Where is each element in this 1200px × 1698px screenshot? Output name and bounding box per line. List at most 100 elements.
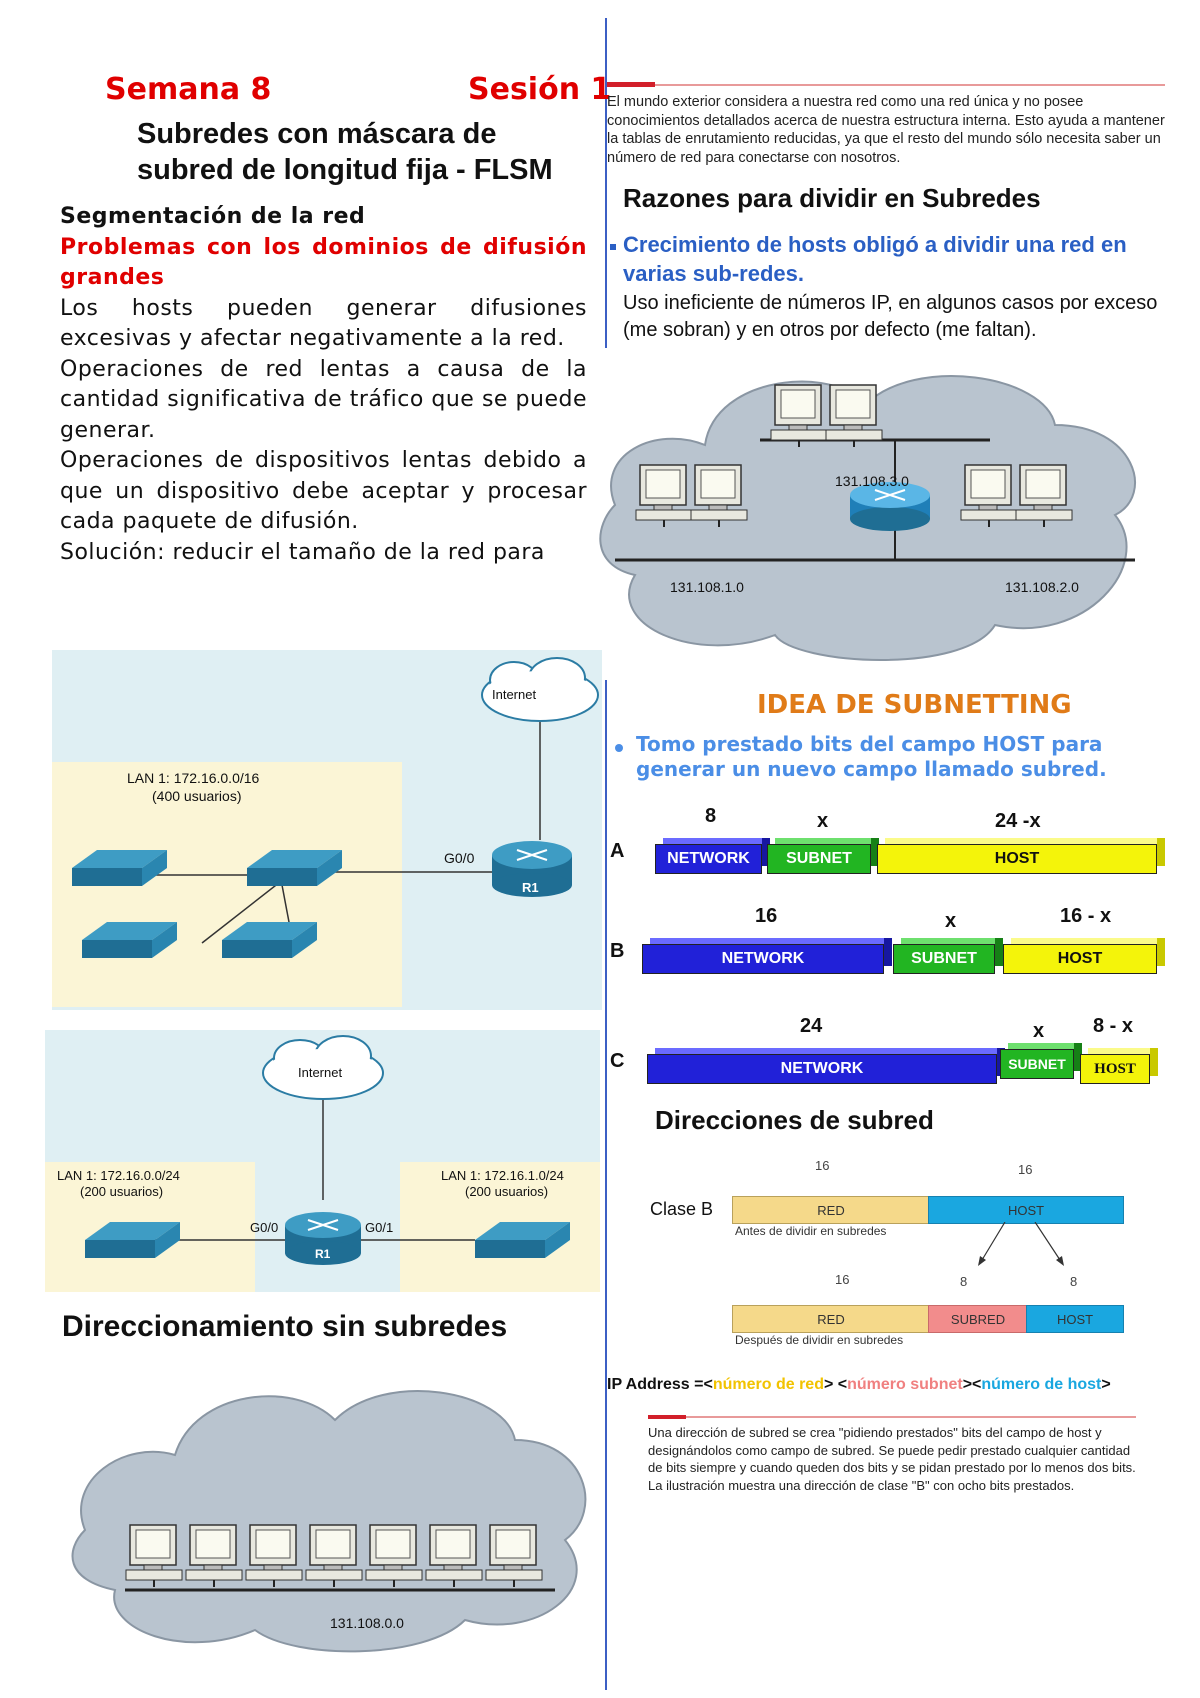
addr-title: Direcciones de subred xyxy=(655,1105,934,1135)
no-subnet-title: Direccionamiento sin subredes xyxy=(62,1310,508,1343)
class-b-letter: B xyxy=(610,940,625,962)
intro-rule-thin xyxy=(655,84,1165,86)
column-divider-top xyxy=(605,18,607,348)
idea-text: Tomo prestado bits del campo HOST para g… xyxy=(636,732,1107,781)
class-a-letter: A xyxy=(610,840,625,862)
section-heading: Segmentación de la red xyxy=(60,204,366,229)
after-host-bits: 8 xyxy=(1070,1274,1078,1289)
computer-icon xyxy=(825,384,883,447)
computer-icon xyxy=(1015,464,1073,527)
router-label: R1 xyxy=(522,880,539,895)
class-c-host-bar: HOST xyxy=(1080,1048,1158,1084)
after-caption: Después de dividir en subredes xyxy=(735,1333,904,1347)
page-title-line1: Subredes con máscara de xyxy=(137,118,497,150)
class-c-network-bar: NETWORK xyxy=(647,1048,1005,1084)
class-b-network-bar: NETWORK xyxy=(642,938,892,974)
computer-icon xyxy=(185,1524,243,1587)
class-a-host-bar: HOST xyxy=(877,838,1165,874)
internet-cloud-icon xyxy=(262,1035,384,1100)
outro-rule xyxy=(648,1415,686,1419)
computer-icon xyxy=(365,1524,423,1587)
router-label: R1 xyxy=(315,1247,331,1261)
before-host-bits: 16 xyxy=(1018,1162,1033,1177)
session-label: Sesión 1 xyxy=(468,72,612,107)
switch-icon xyxy=(85,1222,180,1258)
class-a-bits-network: 8 xyxy=(705,805,717,827)
column-divider-bottom xyxy=(605,680,607,1690)
class-a-bits-host: 24 -x xyxy=(995,810,1041,832)
network-address-label: 131.108.0.0 xyxy=(330,1615,404,1631)
router-icon xyxy=(850,482,930,531)
paragraph-1: Los hosts pueden generar difusiones exce… xyxy=(60,295,587,352)
page-title-line2: subred de longitud fija - FLSM xyxy=(137,154,553,186)
before-red-bits: 16 xyxy=(815,1158,830,1173)
computer-icon xyxy=(425,1524,483,1587)
class-c-bits-network: 24 xyxy=(800,1015,823,1037)
class-c-row: 24 x 8 - x C NETWORK SUBNET HOST xyxy=(605,1015,1165,1090)
internet-label: Internet xyxy=(298,1065,343,1080)
class-a-subnet-bar: SUBNET xyxy=(767,838,879,874)
class-c-letter: C xyxy=(610,1050,625,1072)
class-a-network-bar: NETWORK xyxy=(655,838,770,874)
interface-left-label: G0/0 xyxy=(250,1220,279,1235)
idea-title: IDEA DE SUBNETTING xyxy=(757,690,1072,720)
before-red-segment: RED xyxy=(732,1196,930,1224)
after-red-segment: RED xyxy=(732,1305,930,1333)
before-host-segment: HOST xyxy=(928,1196,1124,1224)
paragraph-3: Operaciones de dispositivos lentas debid… xyxy=(60,448,587,534)
computer-icon xyxy=(125,1524,183,1587)
reason-text: Uso ineficiente de números IP, en alguno… xyxy=(623,292,1158,341)
switch-icon xyxy=(247,850,342,886)
switch-icon xyxy=(222,922,317,958)
ip-address-formula: IP Address =<número de red> <número subn… xyxy=(607,1376,1111,1393)
class-b-bits-network: 16 xyxy=(755,905,778,927)
clase-b-label: Clase B xyxy=(650,1199,714,1219)
class-b-bits-host: 16 - x xyxy=(1060,905,1112,927)
intro-text: El mundo exterior considera a nuestra re… xyxy=(607,94,1165,166)
after-sub-bits: 8 xyxy=(960,1274,968,1289)
idea-bullet-dot xyxy=(615,744,623,752)
after-subred-segment: SUBRED xyxy=(928,1305,1028,1333)
diagram-single-lan: Internet LAN 1: 172.16.0.0/16 (400 usuar… xyxy=(52,650,602,1010)
computer-icon xyxy=(305,1524,363,1587)
router-icon xyxy=(492,841,572,897)
computer-icon xyxy=(770,384,828,447)
net-left-label: 131.108.1.0 xyxy=(670,579,744,595)
class-c-subnet-bar: SUBNET xyxy=(1000,1043,1082,1079)
after-host-segment: HOST xyxy=(1026,1305,1124,1333)
paragraph-2: Operaciones de red lentas a causa de la … xyxy=(60,356,587,443)
internet-cloud-icon xyxy=(481,657,599,722)
users-right-label: (200 usuarios) xyxy=(465,1184,549,1199)
reason-bullet-dot xyxy=(610,244,616,250)
computer-icon xyxy=(485,1524,543,1587)
outro-text: Una dirección de subred se crea "pidiend… xyxy=(648,1425,1136,1493)
problem-heading: Problemas con los dominios de difusión g… xyxy=(60,234,587,291)
split-arrows xyxy=(978,1222,1064,1266)
subnet-network-diagram: 131.108.3.0 131.108.1.0 131.108.2.0 xyxy=(595,355,1155,675)
lan-right-label: LAN 1: 172.16.1.0/24 xyxy=(441,1168,564,1183)
interface-label: G0/0 xyxy=(444,850,475,866)
switch-icon xyxy=(72,850,167,886)
class-b-bits-subnet: x xyxy=(945,910,957,932)
reasons-title: Razones para dividir en Subredes xyxy=(623,183,1041,213)
class-a-bits-subnet: x xyxy=(817,810,829,832)
class-c-bits-host: 8 - x xyxy=(1093,1015,1134,1037)
week-label: Semana 8 xyxy=(105,72,272,107)
class-b-host-bar: HOST xyxy=(1003,938,1165,974)
before-caption: Antes de dividir en subredes xyxy=(735,1224,887,1238)
intro-rule xyxy=(607,82,655,87)
internet-label: Internet xyxy=(492,687,537,702)
after-red-bits: 16 xyxy=(835,1272,850,1287)
computer-icon xyxy=(635,464,693,527)
lan-label: LAN 1: 172.16.0.0/16 xyxy=(127,770,260,786)
paragraph-4: Solución: reducir el tamaño de la red pa… xyxy=(60,539,545,565)
users-label: (400 usuarios) xyxy=(152,788,242,804)
lan-left-label: LAN 1: 172.16.0.0/24 xyxy=(57,1168,180,1183)
users-left-label: (200 usuarios) xyxy=(80,1184,164,1199)
class-a-row: 8 x 24 -x A NETWORK SUBNET HOST xyxy=(605,805,1165,880)
class-b-subnet-bar: SUBNET xyxy=(893,938,1003,974)
class-b-row: 16 x 16 - x B NETWORK SUBNET HOST xyxy=(605,905,1165,980)
net-right-label: 131.108.2.0 xyxy=(1005,579,1079,595)
net-top-label: 131.108.3.0 xyxy=(835,473,909,489)
interface-right-label: G0/1 xyxy=(365,1220,394,1235)
